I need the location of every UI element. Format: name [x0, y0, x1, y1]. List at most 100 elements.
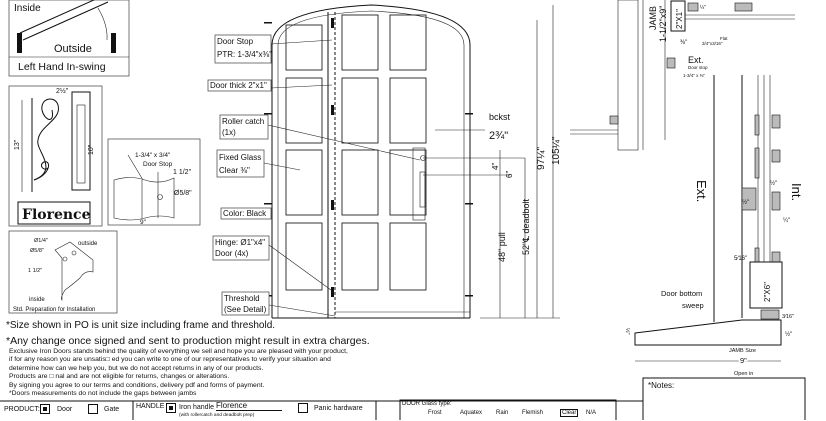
sweep-icon	[760, 309, 780, 320]
iron-handle-label: Iron handle	[179, 404, 215, 411]
terms-line: *Doors measurements do not include the g…	[9, 390, 197, 398]
section-half-2: ½"	[742, 199, 749, 206]
section-5-16: 5⁄16"	[734, 256, 747, 262]
door-elevation: Door Stop PTR: 1-3/4"x⅜" Door thick 2"x1…	[207, 4, 562, 319]
callout-hinge-qty: Door (4x)	[215, 249, 249, 258]
prep-caption: Std. Preparation for Installation	[13, 307, 95, 313]
callout-threshold: Threshold	[224, 294, 260, 303]
callout-hinge: Hinge: Ø1"x4"	[215, 238, 265, 247]
section-door-stop: Door stop	[688, 65, 708, 70]
callout-threshold-note: (See Detail)	[224, 305, 267, 314]
callout-roller-catch: Roller catch	[222, 117, 264, 126]
handle-drawing: 13" 2½" 10" Florence	[8, 85, 103, 227]
dim-pull: 48" pull	[497, 232, 507, 262]
handle-height: 13"	[14, 139, 21, 150]
section-flat: Flat	[720, 36, 728, 41]
jamb-section: JAMB 1-1/2"x9" 2"X1" ¼" ⅜" Flat 3/4"x3/1…	[570, 0, 804, 377]
section-quarter-2: ¼"	[783, 218, 790, 224]
swing-diagram: Inside Outside Left Hand In-swing	[8, 0, 130, 77]
pull-handle-icon	[419, 171, 426, 208]
handle-inner: 10"	[88, 144, 95, 155]
section-jamb-size: 1-1/2"x9"	[658, 6, 668, 42]
section-quarter: ¼"	[700, 5, 706, 11]
dim-4: 4"	[491, 163, 500, 170]
glass-option-aquatex[interactable]: Aquatex	[460, 410, 483, 416]
stop-offset: 1 1/2"	[173, 169, 192, 176]
section-int-big: Int.	[789, 183, 804, 201]
section-3-16: 3⁄16"	[782, 314, 794, 320]
section-tube-bottom: 2"X6"	[763, 282, 772, 302]
terms-line: Exclusive Iron Doors stands behind the q…	[9, 348, 348, 355]
terms-line: determine how can we help you, but we do…	[9, 364, 264, 372]
sidelite-panels	[285, 24, 323, 291]
glass-option-na[interactable]: N/A	[586, 410, 597, 416]
glass-option-clear[interactable]: Clear	[560, 409, 579, 417]
product-label: PRODUCT:	[4, 406, 40, 413]
jamb-right-icon	[111, 33, 116, 53]
section-3-8: ⅜"	[680, 40, 687, 46]
handle-label: HANDLE	[136, 403, 165, 410]
callout-roller-qty: (1x)	[222, 128, 236, 137]
section-half-3: ½"	[785, 331, 792, 338]
glass-option-frost[interactable]: Frost	[428, 410, 442, 416]
outside-label: Outside	[54, 43, 92, 55]
glass-option-rain[interactable]: Rain	[496, 410, 509, 416]
product-gate-label: Gate	[104, 406, 120, 413]
section-door-stop-size: 1-3/4" x ⅜"	[683, 73, 705, 78]
section-flat-size: 3/4"x3/16"	[702, 41, 723, 46]
section-ext: Ext.	[688, 55, 704, 65]
prep-offset: 1 1/2"	[28, 268, 42, 274]
section-jamb: JAMB	[648, 6, 658, 30]
iron-handle-checkbox[interactable]	[166, 403, 176, 413]
section-tube-top: 2"X1"	[675, 9, 684, 29]
dim-105: 105¼"	[550, 136, 562, 165]
terms-line: if for any reason you are unsatis□ ed yo…	[9, 356, 331, 364]
prep-outside: outside	[78, 241, 98, 247]
change-note: *Any change once signed and sent to prod…	[6, 335, 370, 347]
section-nine: 9"	[740, 356, 747, 365]
product-gate-checkbox[interactable]	[88, 404, 98, 414]
product-door-checkbox[interactable]	[40, 404, 50, 414]
section-sweep-2: sweep	[682, 301, 704, 310]
scroll-handle-icon	[33, 98, 59, 181]
dim-backset-label: bckst	[489, 112, 511, 122]
swing-label: Left Hand In-swing	[18, 61, 106, 73]
prep-inside: inside	[29, 297, 45, 303]
inside-label: Inside	[14, 3, 41, 14]
hinge-icons	[264, 18, 473, 297]
notes-box[interactable]	[642, 377, 806, 420]
dim-6: 6"	[505, 171, 514, 178]
callout-glass-type: Clear ⅜"	[219, 166, 250, 175]
terms-line: By signing you agree to our terms and co…	[9, 381, 265, 389]
section-sweep-1: Door bottom	[661, 289, 702, 298]
size-note: *Size shown in PO is unit size including…	[6, 320, 276, 331]
iron-handle-note: (with rollercatch and deadbolt prep)	[179, 413, 255, 418]
terms-line: Products are □ nal and are not eligible …	[9, 373, 230, 381]
notes-label: *Notes:	[648, 381, 675, 390]
stop-size: 1-3/4" x 3/4"	[135, 152, 171, 159]
section-ext-big: Ext.	[694, 180, 709, 202]
glass-options: Frost Aquatex Rain Flemish Clear N/A	[428, 409, 596, 417]
prep-d2: Ø5/8"	[30, 248, 44, 254]
glass-option-flemish[interactable]: Flemish	[522, 410, 544, 416]
callout-door-stop-ptr: PTR: 1-3/4"x⅜"	[217, 50, 272, 59]
dimension-lines	[423, 5, 560, 319]
iron-handle-input[interactable]: Florence	[216, 401, 282, 411]
door-panels	[341, 14, 427, 291]
dim-97: 97¼"	[535, 147, 547, 170]
handle-name: Florence	[22, 207, 91, 223]
product-door-label: Door	[57, 406, 73, 413]
prep-d1: Ø1/4"	[34, 238, 48, 244]
section-jamb-size-label: JAMB Size	[729, 348, 756, 354]
callout-color: Color: Black	[223, 209, 267, 218]
panic-hardware-checkbox[interactable]	[298, 403, 308, 413]
jamb-left-icon	[17, 33, 22, 53]
callout-door-thick: Door thick 2"x1"	[210, 81, 267, 90]
stop-hole: Ø5/8"	[174, 190, 192, 197]
section-half-1: ½"	[770, 180, 777, 187]
handle-width: 2½"	[56, 87, 69, 95]
dim-backset: 2¾"	[489, 130, 508, 142]
section-rise: ½"	[624, 328, 631, 335]
panic-hardware-label: Panic hardware	[314, 405, 363, 412]
